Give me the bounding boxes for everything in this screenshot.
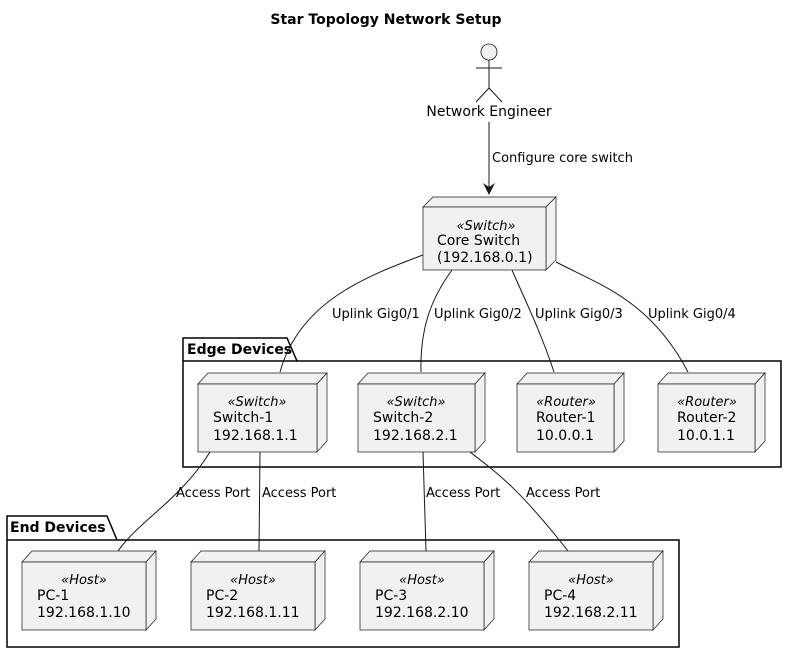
actor-head-icon (480, 43, 498, 61)
node-router1-side (613, 372, 625, 453)
actor-right-leg (488, 87, 503, 103)
edge-access4 (469, 451, 569, 552)
node-switch-2: «Switch» Switch-2 192.168.2.1 (357, 372, 486, 453)
edge-uplink4 (555, 261, 689, 373)
node-pc2-top (190, 550, 326, 563)
edge-uplink3-label: Uplink Gig0/3 (535, 307, 623, 322)
node-switch-1: «Switch» Switch-1 192.168.1.1 (197, 372, 328, 453)
node-router2-face (657, 383, 756, 453)
node-core-switch: «Switch» Core Switch (192.168.0.1) (422, 196, 557, 271)
actor-label: Network Engineer (426, 104, 551, 120)
edge-uplink1-label: Uplink Gig0/1 (332, 307, 420, 322)
edge-access2-label: Access Port (262, 486, 336, 501)
node-switch2-stereotype: «Switch» (386, 395, 445, 410)
node-core-top (422, 196, 557, 208)
node-router1-face (516, 383, 615, 453)
node-pc4-ip: 192.168.2.11 (544, 605, 638, 621)
arrowhead-icon (483, 183, 495, 195)
node-router-2: «Router» Router-2 10.0.1.1 (657, 372, 766, 453)
uplink-edges: Uplink Gig0/1 Uplink Gig0/2 Uplink Gig0/… (279, 254, 736, 373)
node-switch2-top (357, 372, 486, 385)
node-pc2-side (314, 550, 326, 631)
node-core-stereotype: «Switch» (456, 219, 515, 234)
node-core-side (545, 196, 557, 271)
node-pc3-top (359, 550, 495, 563)
node-pc3-face (359, 561, 485, 631)
access-edges: Access Port Access Port Access Port Acce… (117, 451, 600, 552)
edge-uplink4-label: Uplink Gig0/4 (648, 307, 736, 322)
node-router1-ip: 10.0.0.1 (536, 428, 594, 444)
node-pc3-side (483, 550, 495, 631)
node-router1-name: Router-1 (536, 410, 595, 426)
node-router2-ip: 10.0.1.1 (677, 428, 735, 444)
node-pc1-stereotype: «Host» (61, 573, 107, 588)
node-pc3-stereotype: «Host» (399, 573, 445, 588)
node-pc-1: «Host» PC-1 192.168.1.10 (21, 550, 157, 631)
node-pc2-stereotype: «Host» (230, 573, 276, 588)
node-pc1-face (21, 561, 147, 631)
actor-left-leg (475, 87, 490, 103)
node-switch1-ip: 192.168.1.1 (213, 428, 298, 444)
node-router2-side (754, 372, 766, 453)
edge-uplink2-label: Uplink Gig0/2 (434, 307, 522, 322)
node-router2-top (657, 372, 766, 385)
node-switch1-face (197, 383, 318, 453)
edge-access1-label: Access Port (176, 486, 250, 501)
node-pc2-ip: 192.168.1.11 (206, 605, 300, 621)
edge-uplink1 (279, 254, 424, 373)
node-pc1-ip: 192.168.1.10 (37, 605, 131, 621)
edge-access3 (422, 451, 427, 552)
node-switch2-name: Switch-2 (373, 410, 433, 426)
edge-access1 (117, 451, 211, 552)
node-pc1-top (21, 550, 157, 563)
node-router1-top (516, 372, 625, 385)
node-pc-4: «Host» PC-4 192.168.2.11 (528, 550, 664, 631)
node-switch2-side (474, 372, 486, 453)
edge-configure-label: Configure core switch (492, 151, 633, 166)
edge-access2 (258, 451, 261, 552)
node-switch1-name: Switch-1 (213, 410, 273, 426)
node-pc4-stereotype: «Host» (568, 573, 614, 588)
node-pc3-ip: 192.168.2.10 (375, 605, 469, 621)
node-pc1-name: PC-1 (37, 588, 69, 604)
package-edge-label: Edge Devices (187, 342, 292, 358)
node-core-name: Core Switch (437, 233, 520, 249)
node-pc2-name: PC-2 (206, 588, 238, 604)
node-pc-2: «Host» PC-2 192.168.1.11 (190, 550, 326, 631)
node-pc3-name: PC-3 (375, 588, 407, 604)
edge-uplink3 (511, 269, 555, 373)
node-switch2-face (357, 383, 476, 453)
node-router-1: «Router» Router-1 10.0.0.1 (516, 372, 625, 453)
node-pc4-name: PC-4 (544, 588, 576, 604)
package-end-label: End Devices (10, 520, 106, 536)
package-end-devices: End Devices (6, 515, 680, 648)
edge-access3-label: Access Port (426, 486, 500, 501)
node-core-ip: (192.168.0.1) (437, 250, 533, 266)
node-switch1-side (316, 372, 328, 453)
node-router1-stereotype: «Router» (536, 395, 596, 410)
package-edge-devices: Edge Devices (182, 337, 782, 468)
node-pc-3: «Host» PC-3 192.168.2.10 (359, 550, 495, 631)
node-switch2-ip: 192.168.2.1 (373, 428, 458, 444)
node-core-face (422, 206, 547, 271)
node-pc4-face (528, 561, 654, 631)
node-pc4-side (652, 550, 664, 631)
edge-configure: Configure core switch (483, 122, 633, 195)
node-router2-stereotype: «Router» (677, 395, 737, 410)
node-switch1-stereotype: «Switch» (227, 395, 286, 410)
node-pc2-face (190, 561, 316, 631)
package-edge-frame (182, 337, 782, 468)
network-engineer-actor: Network Engineer (426, 43, 552, 120)
edge-access4-label: Access Port (526, 486, 600, 501)
node-switch1-top (197, 372, 328, 385)
package-end-frame (6, 515, 680, 648)
node-router2-name: Router-2 (677, 410, 736, 426)
node-pc4-top (528, 550, 664, 563)
diagram-title: Star Topology Network Setup (270, 12, 501, 28)
edge-uplink2 (420, 269, 453, 373)
node-pc1-side (145, 550, 157, 631)
